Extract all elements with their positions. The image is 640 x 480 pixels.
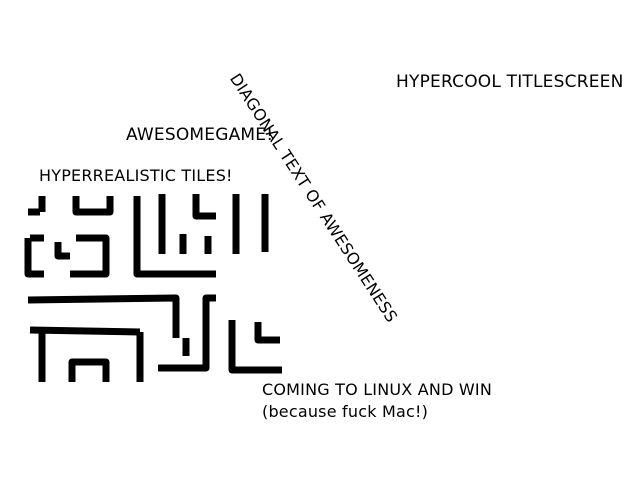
maze-wall [254,322,280,344]
maze-wall [158,294,216,372]
maze-wall [133,196,216,278]
release-line-2: (because fuck Mac!) [262,402,429,421]
maze-wall [192,194,216,220]
release-line-1: COMING TO LINUX AND WIN [262,380,492,399]
game-name: AWESOMEGAME! [126,125,274,145]
maze-wall [54,234,110,278]
maze-wall [24,234,44,278]
maze-wall [68,358,110,382]
maze-wall [228,320,282,374]
maze-wall [27,294,180,338]
maze-wall [29,326,141,336]
screen-title: HYPERCOOL TITLESCREEN [396,72,624,92]
maze-wall [72,196,114,216]
maze-wall [28,196,46,216]
tiles-caption: HYPERREALISTIC TILES! [39,166,233,185]
